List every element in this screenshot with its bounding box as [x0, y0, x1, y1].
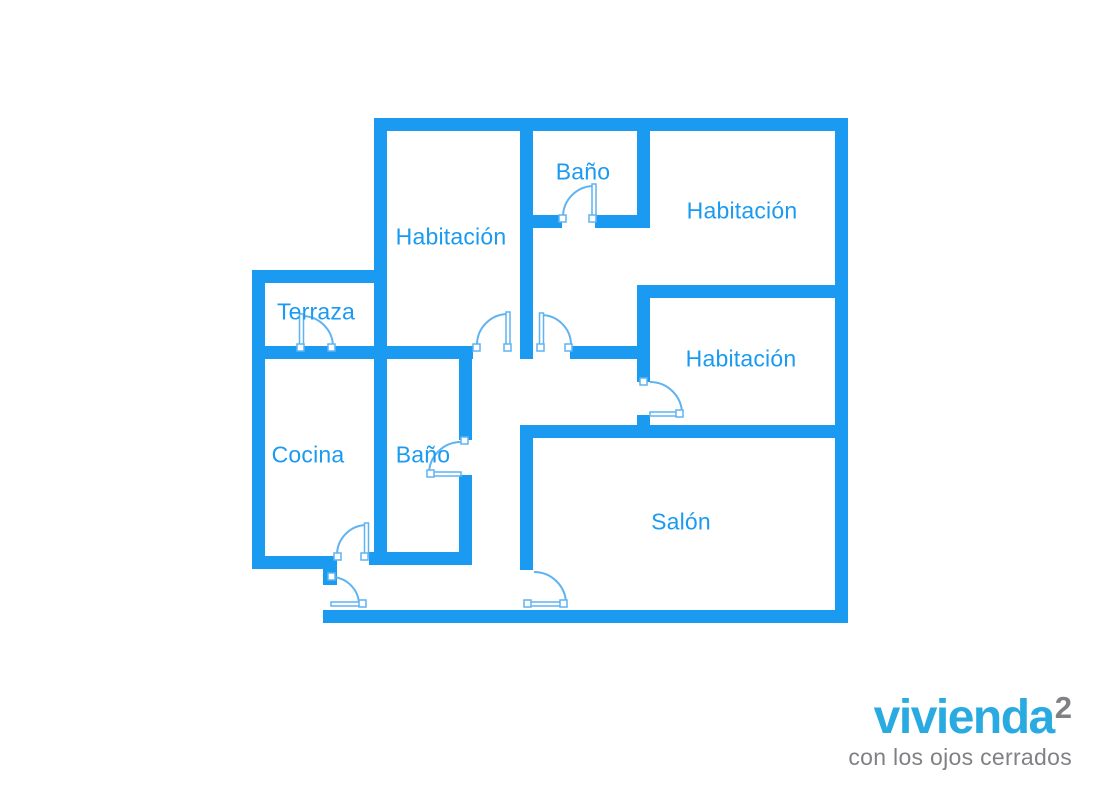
door-leaf — [428, 471, 462, 477]
wall-left-outer — [252, 270, 265, 569]
wall-bano-top-bottom-b — [595, 215, 650, 228]
door-hinge — [523, 599, 532, 608]
wall-bano-bottom-east-b — [459, 475, 472, 565]
room-label-habitacion-mid-right: Habitación — [685, 345, 797, 372]
door-hinge — [503, 343, 512, 352]
habitacion-top-left-door — [472, 311, 512, 352]
room-label-cocina: Cocina — [271, 441, 345, 468]
habitacion-mid-right-door — [639, 377, 684, 418]
wall-cocina-east — [374, 118, 387, 565]
wall-cocina-bottom — [252, 556, 337, 569]
bano-top-door — [558, 183, 597, 223]
door-leaf — [526, 601, 565, 607]
door-hinge — [360, 552, 369, 561]
door-hinge — [536, 343, 545, 352]
door-arc — [540, 314, 572, 346]
room-label-bano-top: Baño — [555, 158, 611, 185]
room-label-salon: Salón — [651, 508, 711, 535]
wall-salon-top — [520, 425, 848, 438]
door-arc — [533, 571, 567, 605]
pasillo-door — [536, 312, 573, 352]
wall-bano-bottom-bottom — [369, 552, 470, 565]
door-arc — [476, 313, 509, 346]
room-label-habitacion-top-right: Habitación — [686, 197, 798, 224]
wall-central — [520, 118, 533, 359]
wall-salon-west — [520, 425, 533, 570]
room-label-habitacion-top-left: Habitación — [395, 223, 507, 250]
door-arc — [562, 185, 595, 218]
logo-wordmark: vivienda2 — [848, 691, 1072, 744]
wall-hab-right-divider — [637, 285, 848, 298]
door-leaf — [505, 311, 511, 346]
cocina-door — [333, 522, 370, 561]
brand-logo: vivienda2 con los ojos cerrados — [848, 691, 1072, 770]
door-leaf — [591, 183, 597, 218]
wall-hall-top-b — [570, 346, 637, 359]
wall-hall-top-a — [252, 346, 473, 359]
door-jamb — [472, 343, 481, 352]
wall-hab-mid-west-stub — [637, 415, 650, 438]
wall-terraza-top — [252, 270, 387, 283]
door-leaf — [330, 601, 365, 607]
wall-bottom-outer — [323, 610, 848, 623]
wall-entry-stub — [323, 566, 337, 585]
room-label-terraza: Terraza — [276, 298, 356, 325]
salon-door — [523, 571, 568, 608]
room-label-bano-bottom: Baño — [395, 441, 451, 468]
door-hinge — [675, 409, 684, 418]
door-jamb — [559, 599, 568, 608]
door-hinge — [426, 469, 435, 478]
wall-bano-bottom-east-a — [459, 346, 472, 440]
wall-hab-mid-west — [637, 285, 650, 382]
logo-tagline: con los ojos cerrados — [848, 744, 1072, 770]
door-arc — [336, 524, 368, 556]
logo-brand-text: vivienda — [873, 691, 1056, 744]
door-leaf — [363, 522, 370, 557]
door-arc — [649, 381, 683, 415]
door-leaf — [538, 312, 545, 346]
wall-top-outer — [374, 118, 848, 131]
door-jamb — [358, 599, 367, 608]
wall-right-outer — [835, 118, 848, 623]
logo-superscript: 2 — [1054, 690, 1072, 725]
door-leaf — [649, 411, 683, 417]
wall-bano-top-east — [637, 118, 650, 224]
